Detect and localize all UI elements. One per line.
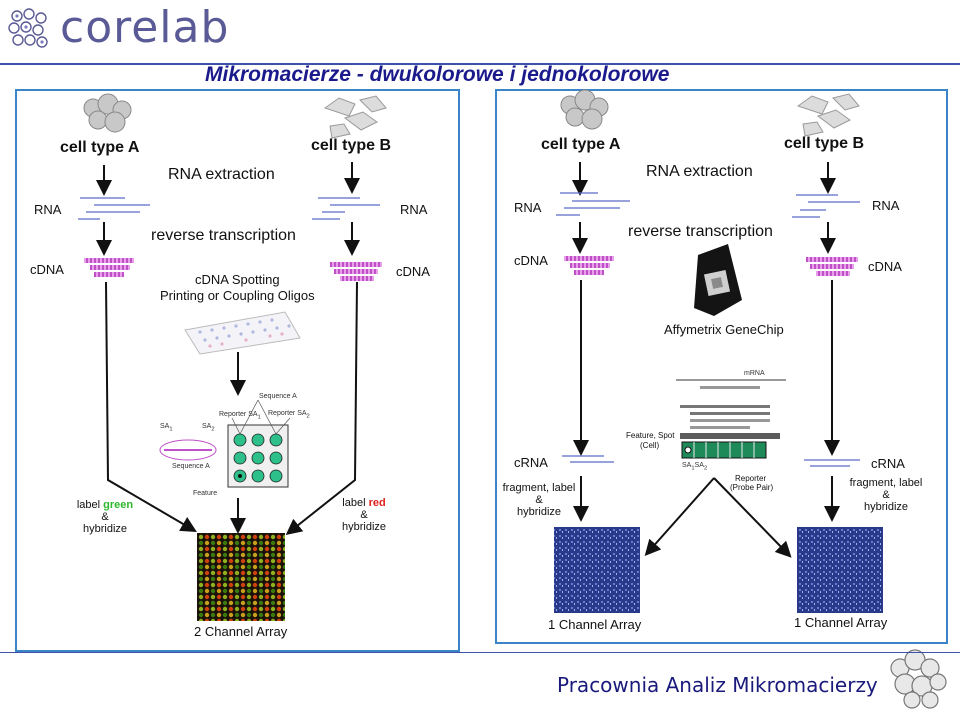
rna-label-left: RNA bbox=[514, 200, 542, 215]
reverse-transcription-label: reverse transcription bbox=[628, 223, 773, 240]
spotted-slide-icon bbox=[184, 311, 301, 355]
one-channel-array-image bbox=[797, 527, 883, 613]
lab-logo-icon bbox=[890, 649, 947, 709]
slide-title: Mikromacierze - dwukolorowe i jednokolor… bbox=[205, 63, 670, 86]
two-channel-array-label: 2 Channel Array bbox=[194, 624, 288, 639]
printing-oligos-label: Printing or Coupling Oligos bbox=[160, 288, 315, 303]
genechip-label: Affymetrix GeneChip bbox=[664, 322, 784, 337]
rna-strand-icon bbox=[556, 192, 860, 218]
cell-type-b-label: cell type B bbox=[311, 137, 392, 154]
cell-label: (Cell) bbox=[640, 441, 660, 450]
fragment-label-left: fragment, label & hybridize bbox=[502, 482, 576, 518]
cdna-label-left: cDNA bbox=[514, 253, 548, 268]
sa-label: SA1SA2 bbox=[682, 462, 708, 472]
rna-extraction-label: RNA extraction bbox=[646, 163, 753, 180]
cell-cluster-icon bbox=[560, 89, 609, 130]
footer-lab-name: Pracownia Analiz Mikromacierzy bbox=[557, 673, 878, 697]
cdna-icon bbox=[84, 258, 382, 281]
cell-cluster-icon bbox=[83, 93, 132, 133]
one-channel-array-label-left: 1 Channel Array bbox=[548, 617, 642, 632]
sa1-left-label: SA1 bbox=[160, 423, 173, 433]
mrna-label: mRNA bbox=[744, 370, 765, 377]
corelab-logo bbox=[5, 6, 55, 59]
cell-type-b-label: cell type B bbox=[784, 135, 865, 152]
label-green-text: label green & hybridize bbox=[76, 499, 134, 535]
cell-cluster-icon bbox=[796, 93, 860, 137]
reporter-label-2: Reporter SA2 bbox=[268, 410, 310, 420]
rna-label-left: RNA bbox=[34, 202, 62, 217]
feature-label: Feature bbox=[193, 490, 218, 497]
sequence-a-top-label: Sequence A bbox=[259, 393, 297, 400]
reverse-transcription-label: reverse transcription bbox=[151, 227, 296, 244]
rna-strand-icon bbox=[78, 197, 380, 220]
reporter-label-1: Reporter SA1 bbox=[219, 411, 261, 421]
crna-strand-icon bbox=[562, 455, 860, 467]
reporter-label: Reporter bbox=[735, 474, 767, 483]
feature-grid-icon bbox=[159, 399, 291, 488]
rna-extraction-label: RNA extraction bbox=[168, 166, 275, 183]
spotting-label: cDNA Spotting bbox=[195, 272, 280, 287]
rna-label-right: RNA bbox=[400, 202, 428, 217]
probe-detail-icon bbox=[676, 379, 786, 459]
probe-pair-label: (Probe Pair) bbox=[730, 483, 774, 492]
footer-divider bbox=[0, 652, 960, 653]
cdna-label-left: cDNA bbox=[30, 262, 64, 277]
two-channel-array-image bbox=[197, 533, 285, 621]
header-divider bbox=[0, 63, 960, 65]
one-channel-array-image bbox=[554, 527, 640, 613]
cell-type-a-label: cell type A bbox=[60, 139, 140, 156]
rna-label-right: RNA bbox=[872, 198, 900, 213]
crna-label-left: cRNA bbox=[514, 455, 548, 470]
cdna-label-right: cDNA bbox=[396, 264, 430, 279]
cell-cluster-icon bbox=[323, 95, 387, 139]
fragment-label-right: fragment, label & hybridize bbox=[849, 477, 923, 513]
cdna-icon bbox=[564, 256, 858, 276]
logo-text: corelab bbox=[60, 2, 230, 53]
one-channel-array-label-right: 1 Channel Array bbox=[794, 615, 888, 630]
crna-label-right: cRNA bbox=[871, 456, 905, 471]
sequence-a-bottom-label: Sequence A bbox=[172, 463, 210, 470]
genechip-icon bbox=[694, 244, 742, 316]
feature-spot-label: Feature, Spot bbox=[626, 431, 675, 440]
cdna-label-right: cDNA bbox=[868, 259, 902, 274]
cell-type-a-label: cell type A bbox=[541, 136, 621, 153]
sa2-left-label: SA2 bbox=[202, 423, 215, 433]
label-red-text: label red & hybridize bbox=[341, 497, 387, 533]
